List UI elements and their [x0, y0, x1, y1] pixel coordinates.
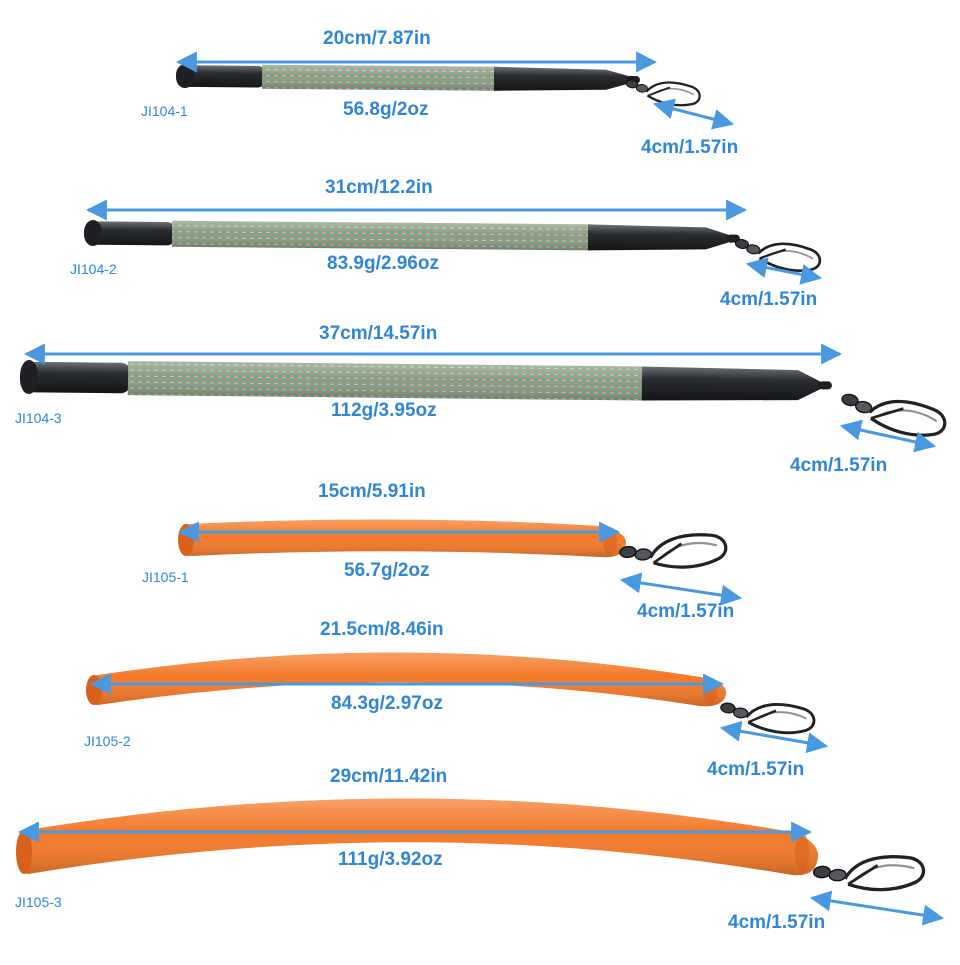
ji104-2-snap-arrow [745, 257, 823, 285]
ji105-3-length-label: 29cm/11.42in [330, 766, 448, 787]
ji105-3-weight-label: 111g/3.92oz [338, 849, 443, 870]
ji105-1-snap-arrow [619, 572, 743, 606]
ji105-2-length-label: 21.5cm/8.46in [320, 619, 444, 640]
ji104-2-snap-label: 4cm/1.57in [720, 289, 818, 310]
ji105-1-length-label: 15cm/5.91in [318, 481, 426, 502]
ji105-2-snap-arrow [719, 720, 829, 754]
ji104-3-snap-label: 4cm/1.57in [790, 455, 888, 476]
ji104-3-sinker-body [19, 360, 832, 401]
ji104-1-code-label: JI104-1 [141, 103, 188, 119]
ji105-1-code-label: JI105-1 [142, 569, 189, 585]
ji105-2-snap-label: 4cm/1.57in [707, 759, 805, 780]
ji105-1-snap-swivel [619, 533, 728, 569]
ji105-1-sinker-body [178, 519, 626, 558]
ji104-3-code-label: JI104-3 [15, 410, 62, 426]
ji104-3-snap-arrow [839, 419, 937, 453]
ji105-2-weight-label: 84.3g/2.97oz [331, 693, 443, 714]
ji105-3-code-label: JI105-3 [15, 894, 62, 910]
ji104-3-length-label: 37cm/14.57in [319, 323, 438, 344]
ji104-1-snap-arrow [652, 98, 735, 130]
ji105-3-snap-label: 4cm/1.57in [728, 912, 826, 933]
ji105-1-snap-label: 4cm/1.57in [637, 601, 735, 622]
ji104-1-snap-label: 4cm/1.57in [641, 137, 739, 158]
ji104-3-weight-label: 112g/3.95oz [331, 400, 437, 421]
ji104-1-length-label: 20cm/7.87in [323, 28, 431, 49]
ji104-1-snap-swivel [625, 79, 701, 107]
ji104-2-sinker-body [83, 220, 740, 251]
ji104-1-sinker-body [175, 64, 640, 91]
ji104-2-length-label: 31cm/12.2in [325, 177, 433, 198]
ji105-3-snap-arrow [809, 890, 945, 926]
ji104-2-weight-label: 83.9g/2.96oz [327, 253, 439, 274]
ji104-3-snap-swivel [841, 393, 947, 437]
ji104-2-code-label: JI104-2 [70, 261, 117, 277]
ji105-1-weight-label: 56.7g/2oz [344, 560, 430, 581]
ji105-2-code-label: JI105-2 [84, 733, 131, 749]
ji104-1-weight-label: 56.8g/2oz [343, 99, 429, 120]
ji105-3-snap-swivel [812, 855, 926, 892]
